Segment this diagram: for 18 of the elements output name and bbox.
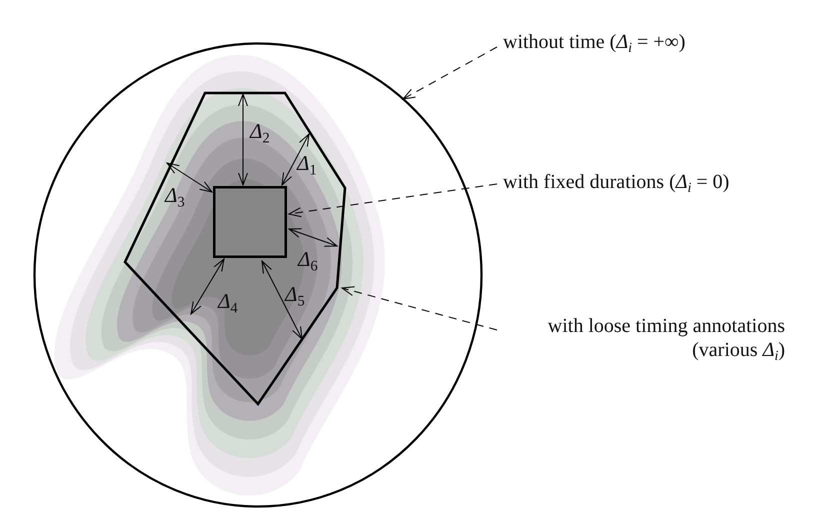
edge-label: Δ$_{3}$ bbox=[165, 184, 185, 206]
double-arrow bbox=[190, 258, 224, 314]
leader-line bbox=[402, 46, 498, 100]
edge-label: Δ$_{2}$ bbox=[250, 120, 270, 142]
double-arrow bbox=[262, 260, 302, 340]
annotation-text: with fixed durations (Δ$_{i}$ = 0) bbox=[503, 170, 833, 194]
double-arrow bbox=[282, 134, 310, 186]
leader-line bbox=[288, 184, 498, 218]
edge-label: Δ$_{6}$ bbox=[298, 248, 318, 270]
double-arrow bbox=[166, 162, 212, 192]
leader-line bbox=[342, 286, 498, 330]
double-arrow bbox=[288, 228, 338, 247]
annotation-text: without time (Δ$_{i}$ = +∞) bbox=[503, 30, 803, 54]
edge-label: Δ$_{5}$ bbox=[285, 283, 305, 305]
annotation-text: with loose timing annotations (various Δ$_{i}$) bbox=[503, 314, 785, 362]
double-arrow bbox=[238, 94, 248, 186]
edge-label: Δ$_{4}$ bbox=[218, 290, 238, 312]
edge-label: Δ$_{1}$ bbox=[297, 152, 317, 174]
